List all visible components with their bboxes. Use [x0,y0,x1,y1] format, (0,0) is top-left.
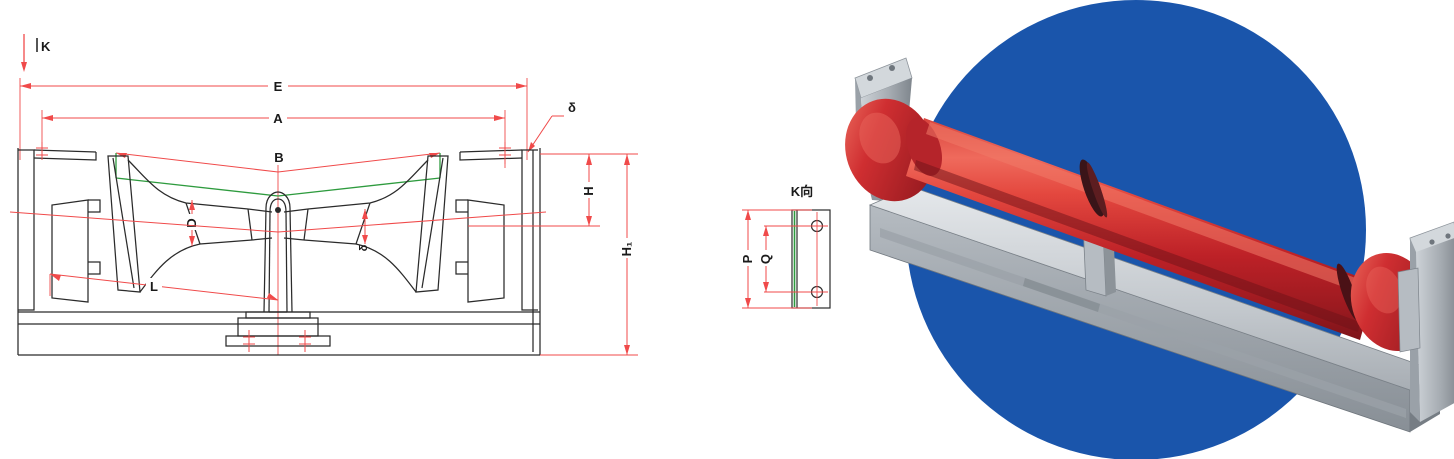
dimension-L-geometry [49,273,279,301]
dimension-Q-label: Q [758,254,773,264]
steel-frame-beam [868,186,1441,433]
dimension-A-geometry [41,110,506,168]
dimension-A-label: A [273,111,283,126]
product-photo-svg [845,0,1454,459]
hole-centre-lines [764,212,828,306]
centre-pivot-marker [275,207,281,213]
right-mounting-bracket [1397,221,1454,422]
drawing-svg: K E A [9,34,638,356]
dimension-d-leader [527,115,564,153]
roller-barrel [905,118,1376,340]
dimension-E-label: E [274,79,283,94]
idler-assembly-outline [17,148,541,356]
dimension-B-label: B [274,150,283,165]
dimension-S-geometry [362,209,368,244]
dimension-d-label: δ [568,100,576,115]
roller-clamp-ring [1079,159,1108,218]
dimension-H1-geometry [540,153,638,356]
dimension-H1-label: H₁ [619,242,634,257]
engineering-drawing-panel: K E A [0,0,700,459]
k-view-direction-marker [21,34,38,72]
dimension-H-label: H [581,186,596,195]
dimension-S-label: δ [358,244,370,251]
dimension-P-geometry [740,209,812,309]
product-photo-panel [820,0,1454,459]
dimension-P-label: P [740,254,755,263]
k-detail-title: K向 [791,184,813,199]
k-marker-label: K [41,39,51,54]
k-direction-detail-panel: K向 [700,0,880,459]
mounting-hole-markers [36,142,511,352]
detail-svg: K向 [740,184,831,309]
idler-roller-product [845,57,1454,433]
dimension-Q-geometry [758,226,775,292]
roller-axis-lines [9,211,547,233]
dimension-D-label: D [184,218,199,227]
dimension-E-geometry [19,78,528,160]
dimension-L-label: L [150,279,158,294]
